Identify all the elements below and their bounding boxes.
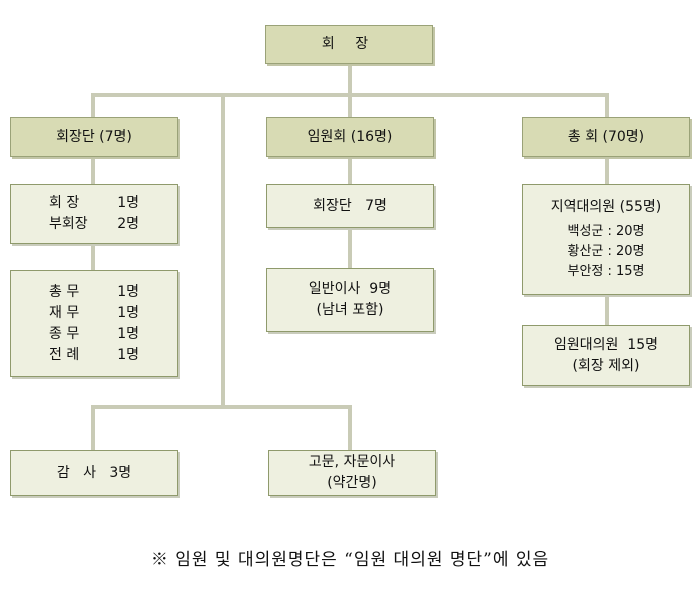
role-label: 부회장	[49, 216, 88, 232]
role-count: 1명	[117, 195, 139, 211]
branch-head-right-label: 총 회 (70명)	[567, 128, 645, 145]
advisor-line1: 고문, 자문이사	[308, 454, 396, 470]
role-label: 전 례	[49, 346, 80, 363]
connector-right-2	[605, 295, 609, 325]
right-box-officer-delegates: 임원대의원 15명 (회장 제외)	[522, 325, 690, 386]
region-item: 황산군 : 20명	[567, 244, 645, 259]
branch-head-middle: 임원회 (16명)	[266, 117, 434, 157]
role-count: 1명	[117, 283, 139, 300]
branch-head-left: 회장단 (7명)	[10, 117, 178, 157]
footnote: ※ 임원 및 대의원명단은 “임원 대의원 명단”에 있음	[150, 550, 550, 570]
middle-box-executives: 회장단 7명	[266, 184, 434, 228]
connector-middle-1	[348, 156, 352, 184]
right-box-regional-delegates: 지역대의원 (55명) 백성군 : 20명 황산군 : 20명 부안정 : 15…	[522, 184, 690, 295]
connector-bottom-right	[348, 405, 352, 450]
role-label: 총 무	[49, 283, 80, 300]
role-count: 1명	[117, 304, 139, 321]
middle-box1-label: 회장단 7명	[313, 197, 387, 214]
role-count: 1명	[117, 346, 139, 363]
right-box2-line1: 임원대의원 15명	[554, 336, 658, 353]
role-label: 회 장	[49, 195, 80, 211]
branch-head-left-label: 회장단 (7명)	[56, 128, 132, 145]
connector-left	[91, 93, 95, 119]
connector-center-trunk	[221, 93, 225, 408]
connector-left-1	[91, 156, 95, 184]
role-label: 재 무	[49, 304, 80, 321]
region-item: 부안정 : 15명	[567, 264, 645, 279]
connector-bottom-bar	[91, 405, 351, 409]
right-box1-title: 지역대의원 (55명)	[550, 199, 662, 215]
middle-box-directors: 일반이사 9명 (남녀 포함)	[266, 268, 434, 332]
root-label: 회 장	[321, 36, 377, 52]
left-box-staff: 총 무 1명 재 무 1명 종 무 1명 전 례 1명	[10, 270, 178, 377]
right-box2-line2: (회장 제외)	[572, 357, 640, 374]
role-count: 1명	[117, 325, 139, 342]
audit-box: 감 사 3명	[10, 450, 178, 496]
middle-box2-line1: 일반이사 9명	[308, 281, 392, 297]
branch-head-middle-label: 임원회 (16명)	[307, 128, 393, 145]
role-count: 2명	[117, 216, 139, 232]
region-item: 백성군 : 20명	[567, 224, 645, 239]
audit-label: 감 사 3명	[56, 464, 132, 481]
connector-bottom-left	[91, 405, 95, 450]
connector-left-2	[91, 244, 95, 270]
connector-right	[605, 93, 609, 119]
role-label: 종 무	[49, 325, 80, 342]
advisor-box: 고문, 자문이사 (약간명)	[268, 450, 436, 496]
connector-right-1	[605, 156, 609, 184]
advisor-line2: (약간명)	[327, 475, 377, 491]
middle-box2-line2: (남녀 포함)	[316, 302, 384, 318]
connector-root-down	[348, 64, 352, 96]
branch-head-right: 총 회 (70명)	[522, 117, 690, 157]
connector-middle-2	[348, 228, 352, 268]
root-president-box: 회 장	[265, 25, 433, 64]
connector-middle	[348, 93, 352, 119]
left-box-officers: 회 장 1명 부회장 2명	[10, 184, 178, 244]
